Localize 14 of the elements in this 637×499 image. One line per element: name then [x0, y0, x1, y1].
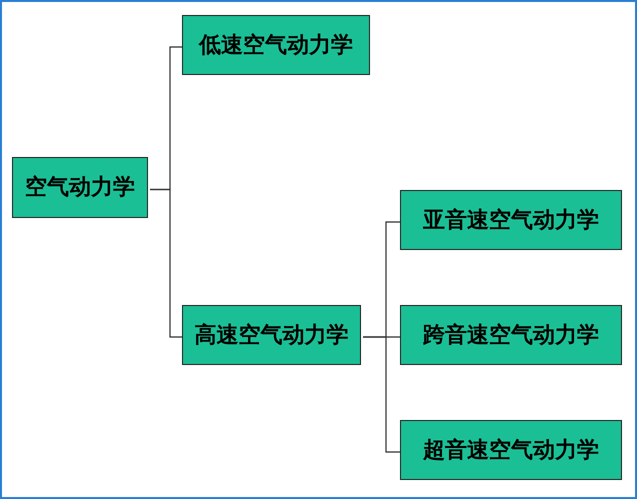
topic-box [400, 420, 622, 480]
topic-label: 高速空气动力学 [194, 320, 348, 350]
topic-label: 空气动力学 [25, 173, 135, 202]
topic-label: 跨音速空气动力学 [423, 320, 599, 350]
topic-box [12, 157, 148, 218]
connector-line [150, 188, 184, 338]
topic-box [400, 305, 622, 365]
topic-box [182, 305, 361, 365]
topic-box [182, 15, 370, 75]
connector-line [363, 336, 402, 453]
topic-label: 超音速空气动力学 [423, 436, 599, 464]
topic-label: 低速空气动力学 [199, 30, 353, 60]
topic-box [400, 190, 622, 250]
topic-label: 亚音速空气动力学 [423, 206, 599, 234]
